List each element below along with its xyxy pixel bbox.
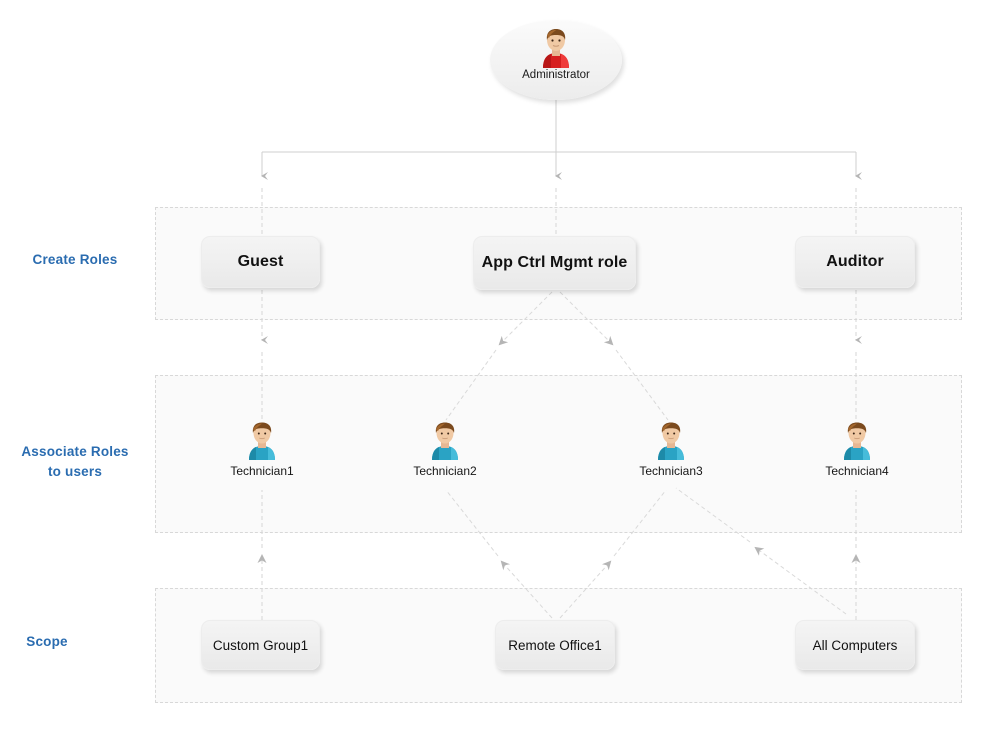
- node-user-technician3[interactable]: Technician3: [611, 420, 731, 478]
- node-role-guest[interactable]: Guest: [201, 236, 320, 288]
- node-scope-all-computers[interactable]: All Computers: [795, 620, 915, 670]
- node-user-technician4[interactable]: Technician4: [797, 420, 917, 478]
- node-user-technician2[interactable]: Technician2: [385, 420, 505, 478]
- stage-label-associate-roles: Associate Roles to users: [0, 442, 150, 482]
- node-user-technician1[interactable]: Technician1: [202, 420, 322, 478]
- user-blue-icon: [428, 420, 462, 460]
- user-blue-icon: [654, 420, 688, 460]
- node-administrator[interactable]: Administrator: [490, 20, 622, 100]
- stage-label-create-roles: Create Roles: [32, 252, 118, 267]
- node-user-technician2-label: Technician2: [413, 464, 477, 478]
- stage-label-associate-line2: to users: [47, 464, 103, 479]
- band-associate-roles: [155, 375, 962, 533]
- node-role-app-ctrl-mgmt[interactable]: App Ctrl Mgmt role: [473, 236, 636, 290]
- node-user-technician3-label: Technician3: [639, 464, 703, 478]
- user-red-icon: [536, 26, 576, 68]
- node-user-technician4-label: Technician4: [825, 464, 889, 478]
- user-blue-icon: [245, 420, 279, 460]
- stage-label-associate-line1: Associate Roles: [21, 444, 129, 459]
- node-scope-custom-group1[interactable]: Custom Group1: [201, 620, 320, 670]
- stage-label-scope: Scope: [26, 634, 68, 649]
- node-scope-remote-office1[interactable]: Remote Office1: [495, 620, 615, 670]
- node-administrator-label: Administrator: [522, 69, 590, 81]
- node-role-auditor[interactable]: Auditor: [795, 236, 915, 288]
- user-blue-icon: [840, 420, 874, 460]
- node-user-technician1-label: Technician1: [230, 464, 294, 478]
